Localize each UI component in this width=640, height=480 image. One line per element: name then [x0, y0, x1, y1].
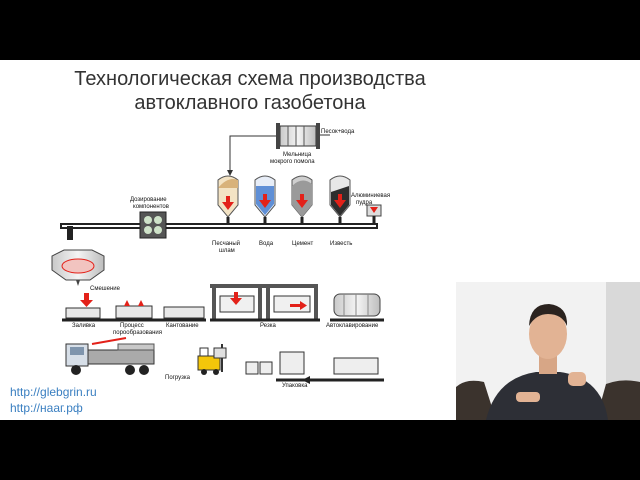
author-links: http://glebgrin.ru http://нааг.рф: [10, 384, 97, 416]
label-lime: Известь: [330, 241, 352, 247]
slide-title-line-2: автоклавного газобетона: [134, 92, 366, 114]
link-glebgrin[interactable]: http://glebgrin.ru: [10, 385, 97, 399]
silo-cement: [291, 175, 313, 218]
label-pouring: Заливка: [72, 323, 96, 329]
label-aluminum-1: Алюминиевая: [351, 193, 390, 199]
autoclave-icon: [333, 293, 381, 317]
presentation-slide: Технологическая схема производства авток…: [0, 60, 640, 420]
production-flow-diagram: Песок+вода Мельница мокрого помола: [51, 123, 390, 389]
aluminum-powder-container: [366, 204, 382, 217]
packed-blocks: [245, 351, 379, 375]
link-naag[interactable]: http://нааг.рф: [10, 401, 83, 415]
silo-lime: [329, 175, 351, 218]
mold-tilting: [163, 306, 205, 319]
truck-icon: [65, 337, 155, 375]
mixer-icon: [51, 249, 105, 286]
label-dosing-2: компонентов: [133, 204, 169, 210]
presenter-video: [456, 282, 640, 420]
forklift-icon: [197, 344, 227, 375]
label-mixing: Смешение: [90, 286, 121, 292]
label-dosing-1: Дозирование: [130, 197, 167, 203]
label-autoclaving: Автоклавирование: [326, 323, 379, 329]
label-packing: Упаковка: [282, 383, 308, 389]
label-mill-2: мокрого помола: [270, 159, 315, 165]
wet-mill-icon: [276, 123, 320, 149]
cutting-machine: [210, 284, 318, 320]
label-cutting: Резка: [260, 323, 276, 329]
mold-pouring: [65, 307, 101, 319]
silo-water: [254, 175, 276, 218]
label-mill-1: Мельница: [283, 152, 312, 158]
label-loading: Погрузка: [165, 375, 191, 381]
label-water: Вода: [259, 241, 274, 247]
mold-foaming: [115, 300, 153, 319]
dosing-unit: [139, 211, 167, 239]
label-tilting: Кантование: [166, 323, 199, 329]
label-sand-water: Песок+вода: [321, 129, 355, 135]
label-aluminum-2: пудра: [356, 200, 373, 206]
label-sand-slurry-1: Песчаный: [212, 240, 240, 247]
presenter-image: [456, 282, 640, 420]
label-process-2: порообразования: [113, 330, 162, 336]
silo-sand-slurry: [217, 175, 239, 218]
label-process-1: Процесс: [120, 323, 144, 329]
slide-title-line-1: Технологическая схема производства: [74, 68, 426, 90]
label-sand-slurry-2: шлам: [219, 248, 235, 254]
label-cement: Цемент: [292, 241, 314, 247]
